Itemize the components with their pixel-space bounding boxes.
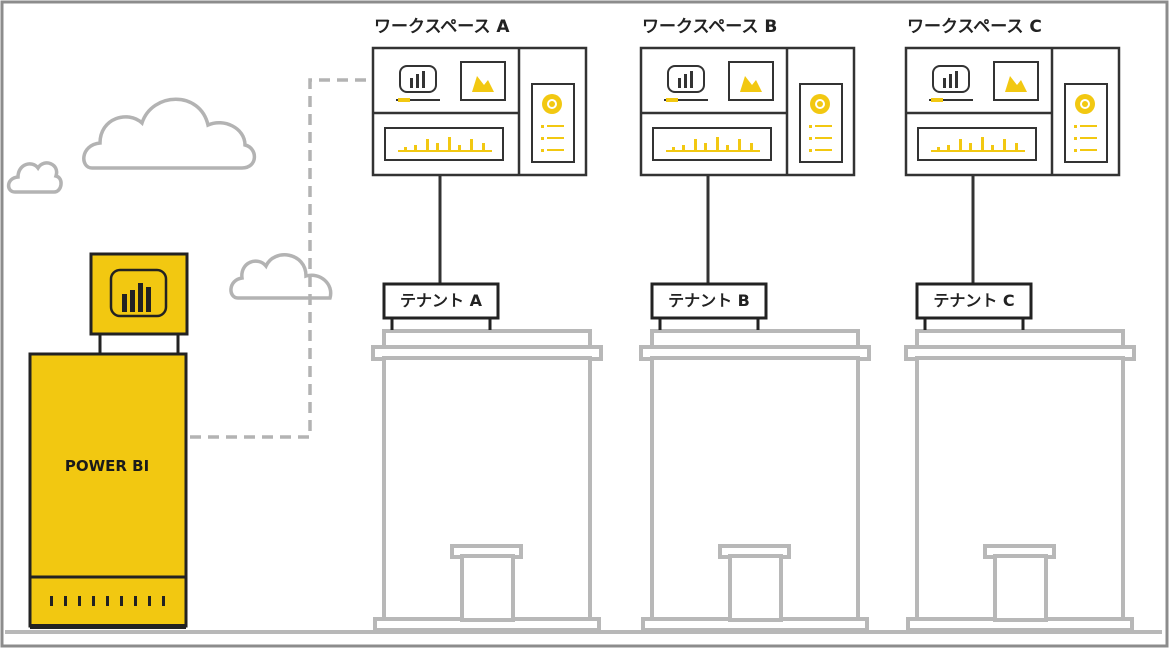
area-chart-icon	[728, 61, 774, 101]
tenant-label: テナント B	[668, 291, 750, 310]
workspace-dashboard-icon	[371, 46, 588, 177]
area-chart-icon	[993, 61, 1039, 101]
workspace-label: ワークスペース B	[642, 17, 777, 37]
tenant-label: テナント A	[400, 291, 483, 310]
workspace-label: ワークスペース A	[374, 17, 510, 37]
tenant-label: テナント C	[933, 291, 1014, 310]
kpi-card-icon	[799, 83, 843, 163]
building-icon	[371, 329, 603, 632]
tenant-column: ワークスペース C テナント C	[904, 17, 1136, 632]
area-chart-icon	[460, 61, 506, 101]
cloud-icon	[6, 161, 63, 194]
kpi-card-icon	[1064, 83, 1108, 163]
tenant-box	[382, 282, 500, 320]
report-chart-icon	[396, 65, 440, 102]
cloud-icon	[82, 97, 257, 170]
tenant-column: ワークスペース B テナント B	[639, 17, 871, 632]
bar-strip-icon	[384, 127, 504, 161]
connector-dashed-line	[190, 78, 368, 439]
cloud-icon	[229, 253, 333, 300]
report-chart-icon	[929, 65, 973, 102]
workspace-label: ワークスペース C	[907, 17, 1042, 37]
bar-strip-icon	[652, 127, 772, 161]
report-chart-icon	[664, 65, 708, 102]
server-body	[28, 352, 188, 628]
powerbi-logo-icon	[89, 252, 189, 336]
building-icon	[904, 329, 1136, 632]
powerbi-label: POWER BI	[65, 457, 149, 475]
tenant-box	[650, 282, 768, 320]
workspace-dashboard-icon	[639, 46, 856, 177]
powerbi-server: POWER BI	[28, 252, 189, 629]
building-icon	[639, 329, 871, 632]
tenant-box	[915, 282, 1033, 320]
tenant-column: ワークスペース A テナント A	[371, 17, 603, 632]
bar-strip-icon	[917, 127, 1037, 161]
kpi-card-icon	[531, 83, 575, 163]
server-vent-dots	[50, 596, 165, 606]
workspace-dashboard-icon	[904, 46, 1121, 177]
tenant-columns: ワークスペース A テナント A ワークスペース B テナント B ワークスペース C テ…	[371, 17, 1136, 632]
